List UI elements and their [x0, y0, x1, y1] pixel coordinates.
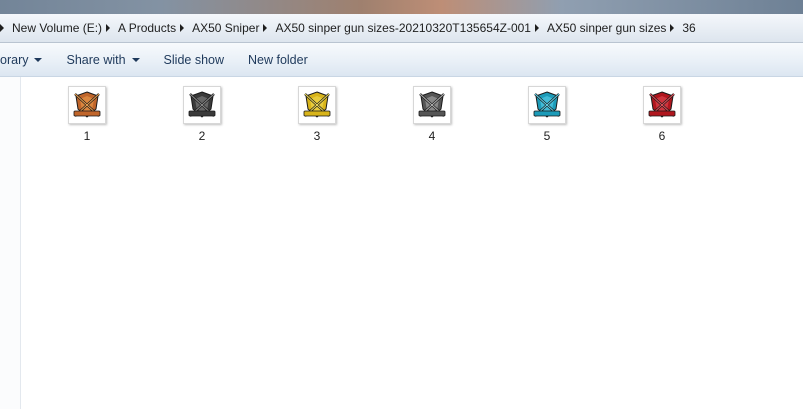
share-with-button[interactable]: Share with [58, 48, 147, 72]
chevron-right-icon[interactable] [106, 24, 111, 32]
window-title-bar [0, 0, 803, 14]
chevron-right-icon[interactable] [180, 24, 185, 32]
include-in-library-button[interactable]: orary [0, 48, 50, 72]
breadcrumb-item[interactable]: New Volume (E:) [12, 21, 103, 35]
navigation-pane[interactable] [0, 77, 21, 409]
file-name: 6 [658, 129, 666, 143]
crossed-rifles-emblem-icon [68, 86, 106, 124]
address-bar[interactable]: New Volume (E:) A Products AX50 Sniper A… [0, 14, 803, 43]
crossed-rifles-emblem-icon [413, 86, 451, 124]
breadcrumb-item[interactable]: A Products [118, 21, 177, 35]
chevron-down-icon [131, 57, 140, 62]
file-item[interactable]: 6 [627, 86, 697, 143]
chevron-right-icon[interactable] [534, 24, 539, 32]
chevron-right-icon[interactable] [0, 24, 4, 32]
crossed-rifles-emblem-icon [643, 86, 681, 124]
file-name: 3 [313, 129, 321, 143]
breadcrumb-item[interactable]: AX50 sinper gun sizes-20210320T135654Z-0… [275, 21, 531, 35]
file-name: 5 [543, 129, 551, 143]
share-with-label: Share with [66, 52, 126, 67]
breadcrumb-item[interactable]: 36 [682, 21, 696, 35]
file-item[interactable]: 1 [52, 86, 122, 143]
breadcrumb-item[interactable]: AX50 sinper gun sizes [546, 21, 667, 35]
chevron-right-icon[interactable] [670, 24, 675, 32]
file-list-pane[interactable]: 1 2 3 4 5 6 [21, 77, 803, 409]
file-name: 4 [428, 129, 436, 143]
crossed-rifles-emblem-icon [183, 86, 221, 124]
breadcrumb-item[interactable]: AX50 Sniper [192, 21, 260, 35]
chevron-right-icon[interactable] [263, 24, 268, 32]
file-name: 2 [198, 129, 206, 143]
command-toolbar: orary Share with Slide show New folder [0, 43, 803, 77]
file-item[interactable]: 2 [167, 86, 237, 143]
crossed-rifles-emblem-icon [298, 86, 336, 124]
new-folder-button[interactable]: New folder [248, 52, 308, 67]
file-item[interactable]: 4 [397, 86, 467, 143]
file-name: 1 [83, 129, 91, 143]
file-item[interactable]: 5 [512, 86, 582, 143]
file-item[interactable]: 3 [282, 86, 352, 143]
slide-show-button[interactable]: Slide show [163, 52, 224, 67]
include-in-library-label: orary [0, 52, 29, 67]
chevron-down-icon [34, 57, 43, 62]
crossed-rifles-emblem-icon [528, 86, 566, 124]
